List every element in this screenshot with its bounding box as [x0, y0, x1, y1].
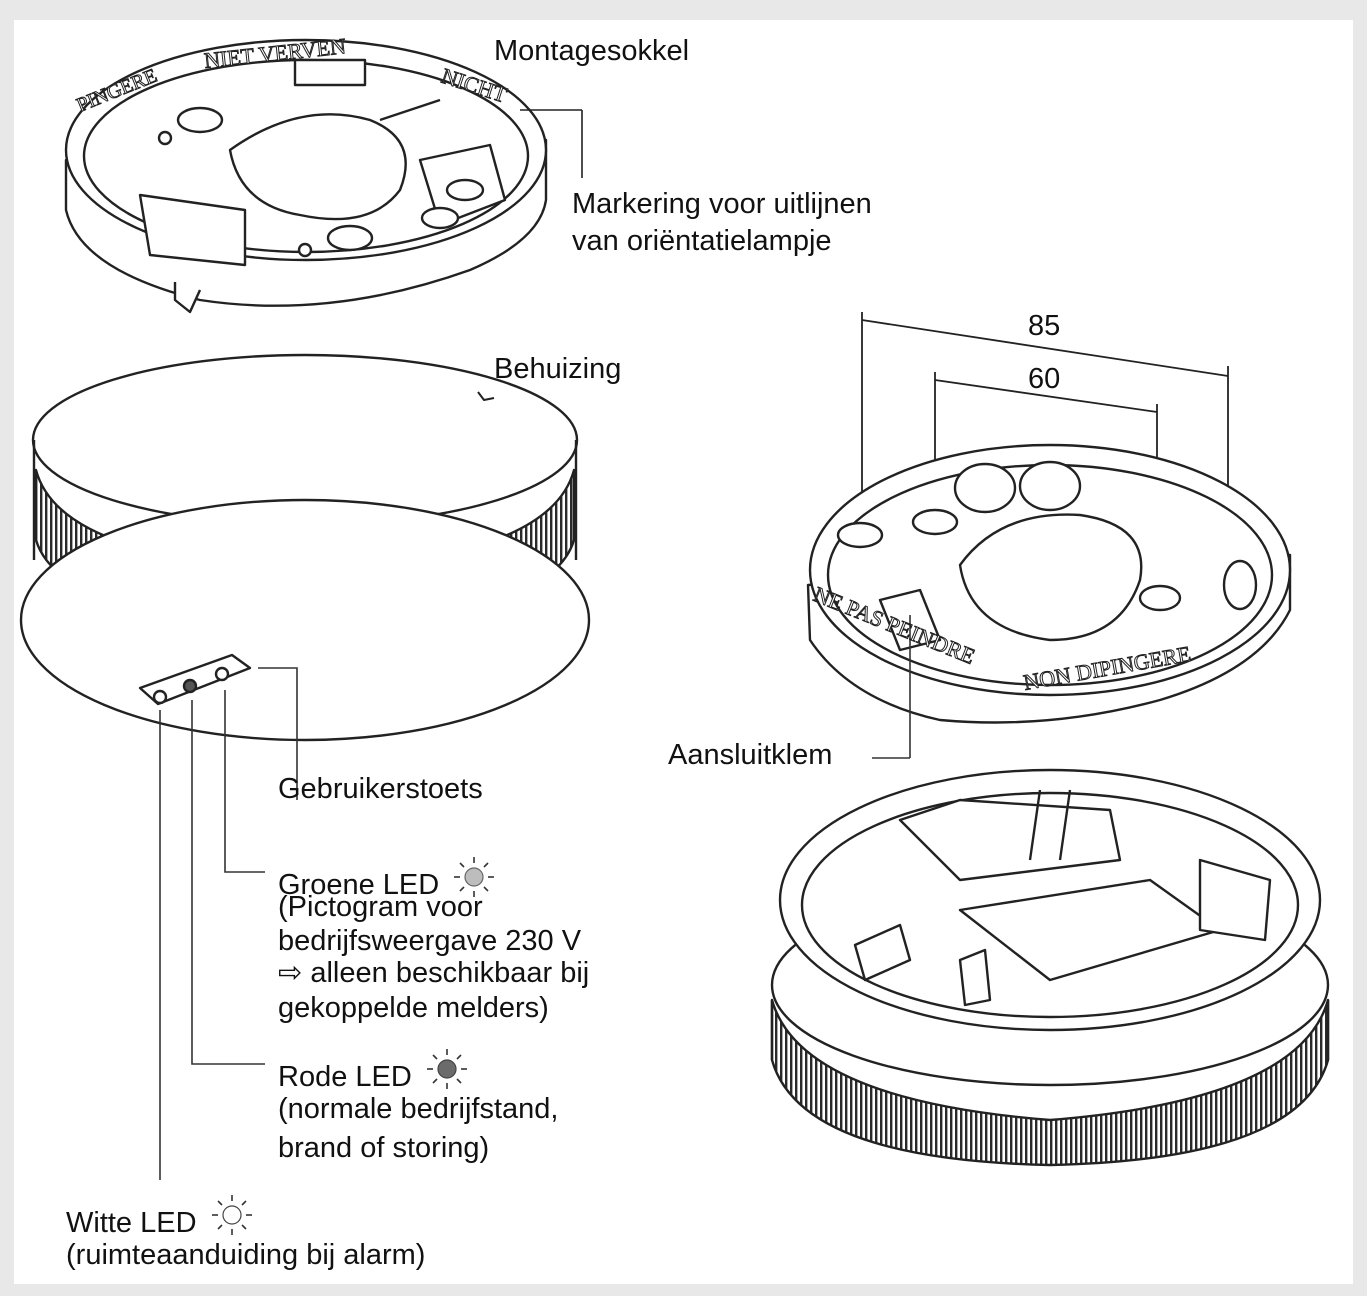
label-white-led-desc: (ruimteaanduiding bij alarm)	[66, 1239, 426, 1271]
label-red-led: Rode LED	[278, 1046, 470, 1101]
dimension-85: 85	[1028, 310, 1060, 342]
label-red-led-desc-1: (normale bedrijfstand,	[278, 1093, 559, 1125]
sun-icon	[424, 1046, 470, 1101]
label-terminal: Aansluitklem	[668, 739, 833, 771]
sun-icon	[451, 854, 497, 909]
white-led-text: Witte LED	[66, 1207, 197, 1239]
label-mounting-base: Montagesokkel	[494, 35, 690, 67]
housing-inside-view	[770, 768, 1330, 1167]
label-green-led-desc-3: ⇨ alleen beschikbaar bij	[278, 957, 590, 989]
mounting-base-top-view	[806, 443, 1292, 724]
label-housing: Behuizing	[494, 353, 622, 385]
label-green-led: Groene LED	[278, 854, 497, 909]
label-alignment-mark-1: Markering voor uitlijnen	[572, 188, 872, 220]
housing-illustration	[19, 353, 591, 742]
label-white-led: Witte LED	[66, 1192, 255, 1247]
label-green-led-desc-4: gekoppelde melders)	[278, 992, 549, 1024]
label-user-button: Gebruikerstoets	[278, 773, 483, 805]
label-red-led-desc-2: brand of storing)	[278, 1132, 490, 1164]
dimension-60: 60	[1028, 363, 1060, 395]
callout-lines-left	[159, 667, 298, 1180]
red-led-text: Rode LED	[278, 1061, 412, 1093]
sun-icon	[209, 1192, 255, 1247]
mounting-base-illustration	[64, 38, 583, 314]
label-green-led-desc-1: (Pictogram voor	[278, 891, 483, 923]
green-led-text: Groene LED	[278, 869, 440, 901]
label-alignment-mark-2: van oriëntatielampje	[572, 225, 832, 257]
label-green-led-desc-2: bedrijfsweergave 230 V	[278, 925, 582, 957]
